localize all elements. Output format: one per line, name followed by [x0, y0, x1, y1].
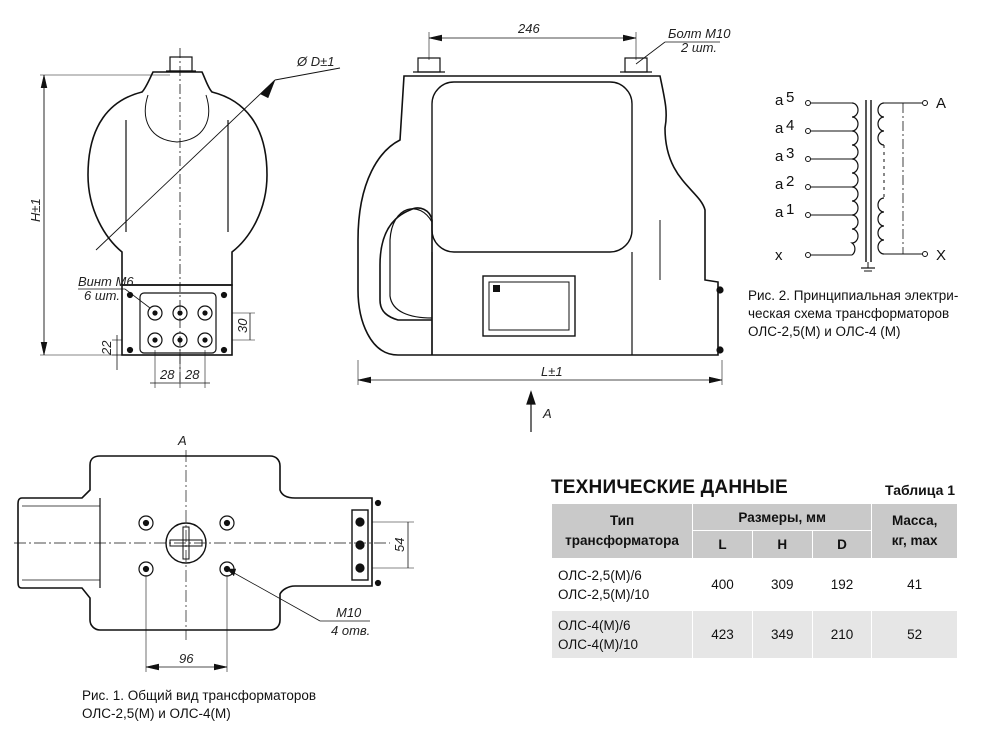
terminal-a1: a	[775, 204, 784, 221]
row2-type: ОЛС-4(М)/6 ОЛС-4(М)/10	[550, 610, 694, 659]
screw-label: Винт М6	[78, 274, 134, 289]
view-arrow-label: A	[542, 406, 552, 421]
col-H: H	[751, 530, 813, 559]
table-row: ОЛС-2,5(М)/6 ОЛС-2,5(М)/10 400 309 192 4…	[550, 558, 958, 611]
row1-type2: ОЛС-2,5(М)/10	[558, 586, 650, 602]
side-view	[357, 32, 724, 432]
terminal-a3: a	[775, 148, 784, 165]
figure1-caption: Рис. 1. Общий вид трансформаторов ОЛС-2,…	[82, 687, 382, 723]
terminal-a2: a	[775, 176, 784, 193]
row1-D: 192	[811, 558, 873, 611]
table-title: ТЕХНИЧЕСКИЕ ДАННЫЕ	[551, 477, 788, 498]
table-row: ОЛС-4(М)/6 ОЛС-4(М)/10 423 349 210 52	[550, 610, 958, 659]
row2-H: 349	[751, 610, 813, 659]
figure1-caption-line2: ОЛС-2,5(М) и ОЛС-4(М)	[82, 706, 231, 721]
front-view	[40, 48, 341, 388]
row1-mass: 41	[871, 558, 958, 611]
head-type-line1: Тип	[609, 513, 635, 528]
bolt-qty: 2 шт.	[680, 40, 717, 55]
table-number: Таблица 1	[885, 482, 956, 498]
head-mass-line2: кг, max	[891, 533, 938, 548]
row2-type2: ОЛС-4(М)/10	[558, 636, 638, 652]
dim-246: 246	[517, 21, 540, 36]
terminal-a5: a	[775, 92, 784, 109]
dim-28b: 28	[184, 367, 200, 382]
dim-54: 54	[392, 538, 407, 552]
m10-qty: 4 отв.	[331, 623, 370, 638]
bolt-label: Болт М10	[668, 26, 731, 41]
length-label: L±1	[541, 364, 563, 379]
mounting-holes	[138, 515, 235, 577]
figure2-caption-line2: ческая схема трансформаторов	[748, 306, 950, 321]
head-mass: Масса, кг, max	[871, 503, 958, 559]
dim-96: 96	[179, 651, 194, 666]
terminal-X: X	[936, 247, 946, 264]
sub-3: 3	[786, 145, 794, 162]
terminal-A: A	[936, 95, 946, 112]
terminal-x: x	[775, 247, 783, 264]
figure1-caption-line1: Рис. 1. Общий вид трансформаторов	[82, 688, 317, 703]
row2-type1: ОЛС-4(М)/6	[558, 617, 631, 633]
dim-30: 30	[235, 318, 250, 333]
sub-1: 1	[786, 201, 794, 218]
technical-data-table: Тип трансформатора Размеры, мм Масса, кг…	[550, 503, 958, 659]
diameter-label: Ø D±1	[296, 54, 334, 69]
col-L: L	[692, 530, 753, 559]
row2-mass: 52	[871, 610, 958, 659]
figure2-caption-line3: ОЛС-2,5(М) и ОЛС-4 (М)	[748, 324, 901, 339]
head-dims: Размеры, мм	[692, 503, 873, 531]
figure2-caption: Рис. 2. Принципиальная электри- ческая с…	[748, 287, 988, 341]
head-type-line2: трансформатора	[565, 533, 679, 548]
sub-2: 2	[786, 173, 794, 190]
dim-28a: 28	[159, 367, 175, 382]
view-label: A	[177, 433, 187, 448]
head-type: Тип трансформатора	[550, 503, 694, 559]
row1-H: 309	[751, 558, 813, 611]
m10-label: М10	[336, 605, 362, 620]
figure2-caption-line1: Рис. 2. Принципиальная электри-	[748, 288, 959, 303]
wiring-schematic	[805, 100, 928, 272]
head-mass-line1: Масса,	[891, 513, 938, 528]
top-view	[14, 450, 414, 672]
terminal-a4: a	[775, 120, 784, 137]
sub-5: 5	[786, 89, 794, 106]
dim-22: 22	[99, 340, 114, 356]
row1-L: 400	[692, 558, 753, 611]
height-label: H±1	[28, 198, 43, 222]
col-D: D	[811, 530, 873, 559]
row1-type: ОЛС-2,5(М)/6 ОЛС-2,5(М)/10	[550, 558, 694, 611]
sub-4: 4	[786, 117, 794, 134]
screw-qty: 6 шт.	[84, 288, 120, 303]
row2-D: 210	[811, 610, 873, 659]
row2-L: 423	[692, 610, 753, 659]
row1-type1: ОЛС-2,5(М)/6	[558, 567, 642, 583]
